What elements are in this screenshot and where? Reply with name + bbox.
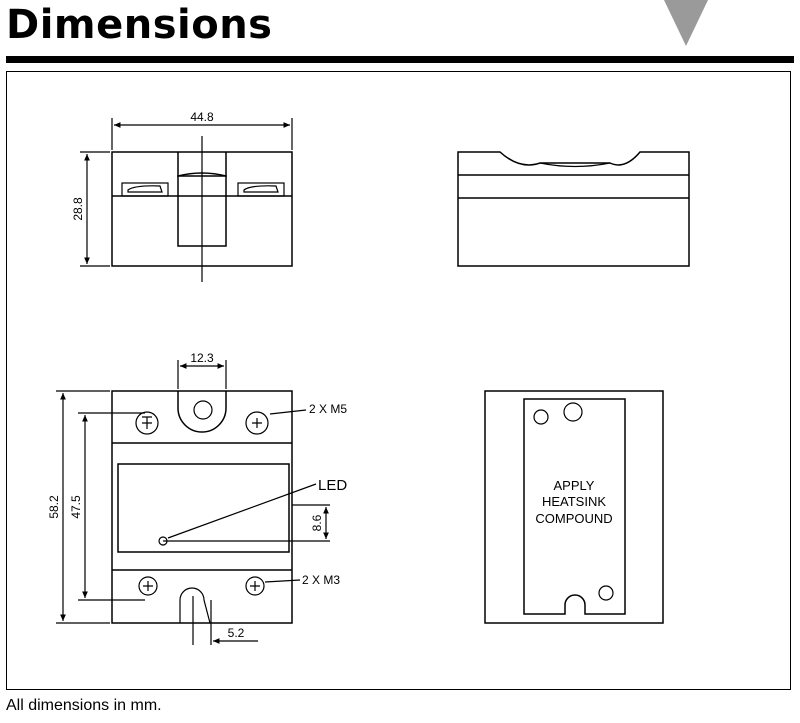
front-view (56, 360, 330, 645)
top-screws-label: 2 X M5 (309, 402, 347, 416)
heatsink-label-line3: COMPOUND (535, 511, 612, 526)
back-view (484, 390, 664, 624)
title-rule (6, 56, 794, 63)
slot-dim: 5.2 (228, 626, 245, 640)
heatsink-label-line2: HEATSINK (542, 494, 606, 509)
top-view (80, 118, 293, 282)
bottom-screws-label: 2 X M3 (302, 573, 340, 587)
top-width-dim: 44.8 (190, 110, 214, 124)
front-height-outer-dim: 58.2 (47, 495, 61, 519)
led-offset-dim: 8.6 (310, 514, 324, 531)
led-label: LED (318, 477, 347, 494)
front-offset-dim: 12.3 (190, 351, 214, 365)
page-title: Dimensions (6, 2, 273, 48)
heatsink-label-line1: APPLY (554, 478, 595, 493)
section-marker-icon (664, 0, 708, 46)
front-height-inner-dim: 47.5 (69, 495, 83, 519)
side-view (457, 151, 690, 267)
units-footnote: All dimensions in mm. (6, 697, 162, 714)
drawing-frame (6, 71, 791, 690)
top-height-dim: 28.8 (71, 197, 85, 221)
